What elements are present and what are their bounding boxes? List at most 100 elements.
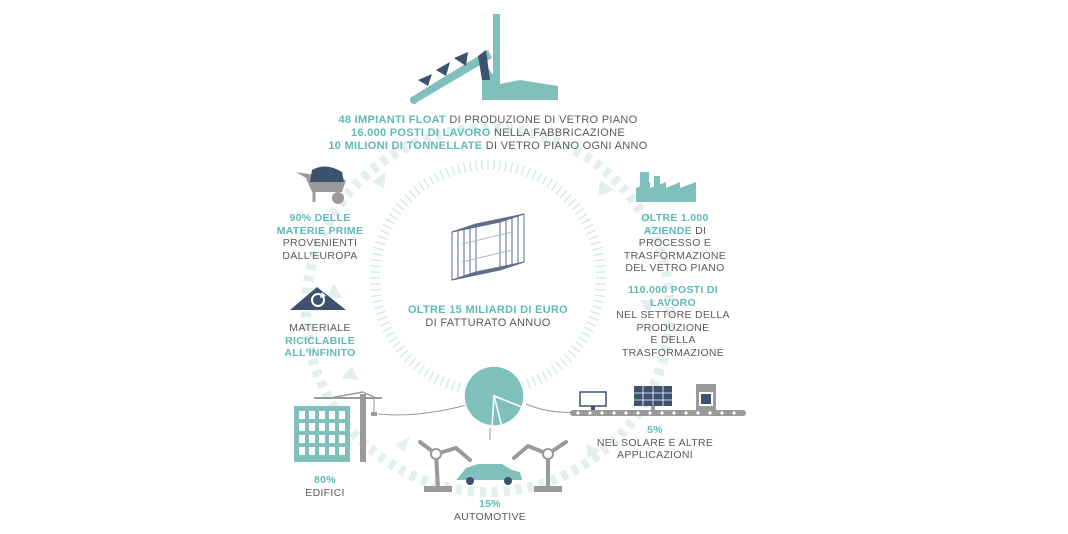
buildings-text: 80% EDIFICI — [290, 474, 360, 499]
building-window — [309, 423, 315, 431]
tick-mark — [468, 161, 472, 172]
tick-ring — [370, 160, 606, 396]
tick-mark — [595, 283, 606, 285]
jobs-rest-1: NEL SETTORE DELLA — [616, 309, 730, 321]
tick-mark — [493, 160, 495, 171]
tick-mark — [520, 380, 526, 391]
tick-mark — [371, 294, 382, 298]
raw-materials-hl-2: MATERIE PRIME — [276, 224, 364, 237]
building-window — [299, 411, 305, 419]
tick-mark — [413, 185, 421, 195]
companies-rest-4: TRASFORMAZIONE — [623, 249, 727, 262]
tick-mark — [418, 364, 426, 374]
center-hl: OLTRE 15 MILIARDI DI EURO — [407, 304, 569, 316]
tick-mark — [370, 265, 381, 268]
tick-mark — [370, 271, 381, 273]
tick-mark — [408, 189, 417, 199]
recycle-text: MATERIALE RICICLABILE ALL'INFINITO — [262, 322, 378, 360]
tick-mark — [592, 246, 603, 251]
tick-mark — [541, 175, 548, 185]
solar-line-1: NEL SOLARE E ALTRE — [596, 436, 714, 449]
raw-materials-hl-1: 90% DELLE — [289, 212, 351, 224]
tick-mark — [423, 368, 430, 378]
tick-mark — [550, 364, 558, 374]
tick-mark — [571, 345, 581, 353]
building-window — [319, 423, 325, 431]
jobs-rest-2: PRODUZIONE — [636, 321, 710, 334]
pie-chart — [463, 365, 525, 427]
tick-mark — [385, 218, 395, 225]
tick-mark — [481, 160, 483, 171]
tick-mark — [388, 336, 398, 343]
tick-mark — [567, 198, 577, 207]
companies-rest-3: PROCESSO E — [638, 237, 712, 249]
building-window — [339, 435, 345, 443]
jobs-hl-1: 110.000 POSTI DI — [627, 284, 718, 296]
tick-mark — [375, 240, 386, 246]
tick-mark — [385, 331, 395, 338]
tick-mark — [559, 189, 568, 199]
tick-mark — [399, 198, 409, 207]
tick-mark — [588, 316, 599, 321]
conveyor-roller — [732, 411, 736, 415]
tick-mark — [370, 288, 381, 291]
jobs-rest-3: E DELLA — [650, 334, 696, 346]
tick-mark — [550, 182, 558, 192]
monitor-icon — [579, 391, 607, 410]
tick-mark — [594, 258, 605, 262]
tick-mark — [462, 162, 467, 173]
tick-mark — [592, 305, 603, 310]
glass-panes-icon — [451, 213, 525, 281]
conveyor-roller — [696, 411, 700, 415]
tick-mark — [371, 258, 382, 262]
tick-mark — [445, 167, 450, 178]
raw-materials-rest-1: PROVENIENTI — [282, 237, 358, 249]
building-window — [329, 447, 335, 455]
tick-mark — [593, 252, 604, 257]
tick-mark — [563, 194, 572, 203]
tick-mark — [536, 172, 543, 183]
tick-mark — [372, 299, 383, 304]
tick-mark — [555, 361, 563, 371]
top-stats: 48 IMPIANTI FLOAT DI PRODUZIONE DI VETRO… — [300, 114, 676, 153]
tick-mark — [382, 223, 393, 230]
tick-mark — [395, 345, 405, 353]
conveyor-roller — [624, 411, 628, 415]
top-stat-line-2: 16.000 POSTI DI LAVORO NELLA FABBRICAZIO… — [350, 127, 626, 139]
recycle-hl-1: RICICLABILE — [285, 334, 355, 347]
tick-mark — [475, 160, 478, 171]
conveyor-roller — [684, 411, 688, 415]
tick-mark — [571, 203, 581, 211]
tick-mark — [595, 288, 606, 291]
recycle-icon — [290, 287, 346, 310]
flow-arrows — [326, 172, 656, 458]
raw-materials-rest-2: DALL'EUROPA — [282, 249, 358, 262]
solar-panel-icon — [634, 386, 672, 410]
tick-mark — [590, 310, 601, 316]
small-factory-icon — [636, 172, 696, 202]
tick-mark — [439, 169, 445, 180]
connector-lines — [377, 403, 577, 440]
tick-mark — [567, 349, 577, 358]
tick-mark — [375, 310, 386, 316]
tick-mark — [372, 252, 383, 257]
tick-mark — [413, 361, 421, 371]
tick-mark — [546, 178, 553, 188]
tick-mark — [450, 380, 456, 391]
tick-mark — [433, 373, 440, 384]
tick-mark — [531, 376, 537, 387]
building-window — [319, 411, 325, 419]
raw-materials-text: 90% DELLE MATERIE PRIME PROVENIENTI DALL… — [262, 212, 378, 262]
building-crane-icon — [294, 391, 382, 462]
building-window — [329, 435, 335, 443]
conveyor-roller — [576, 411, 580, 415]
building-window — [299, 447, 305, 455]
tick-mark — [509, 162, 514, 173]
tick-mark — [392, 340, 402, 348]
building-window — [339, 447, 345, 455]
tick-mark — [399, 349, 409, 358]
tick-mark — [373, 246, 384, 251]
tick-mark — [590, 240, 601, 246]
building-window — [329, 423, 335, 431]
recycle-line-1: MATERIALE — [289, 322, 351, 334]
